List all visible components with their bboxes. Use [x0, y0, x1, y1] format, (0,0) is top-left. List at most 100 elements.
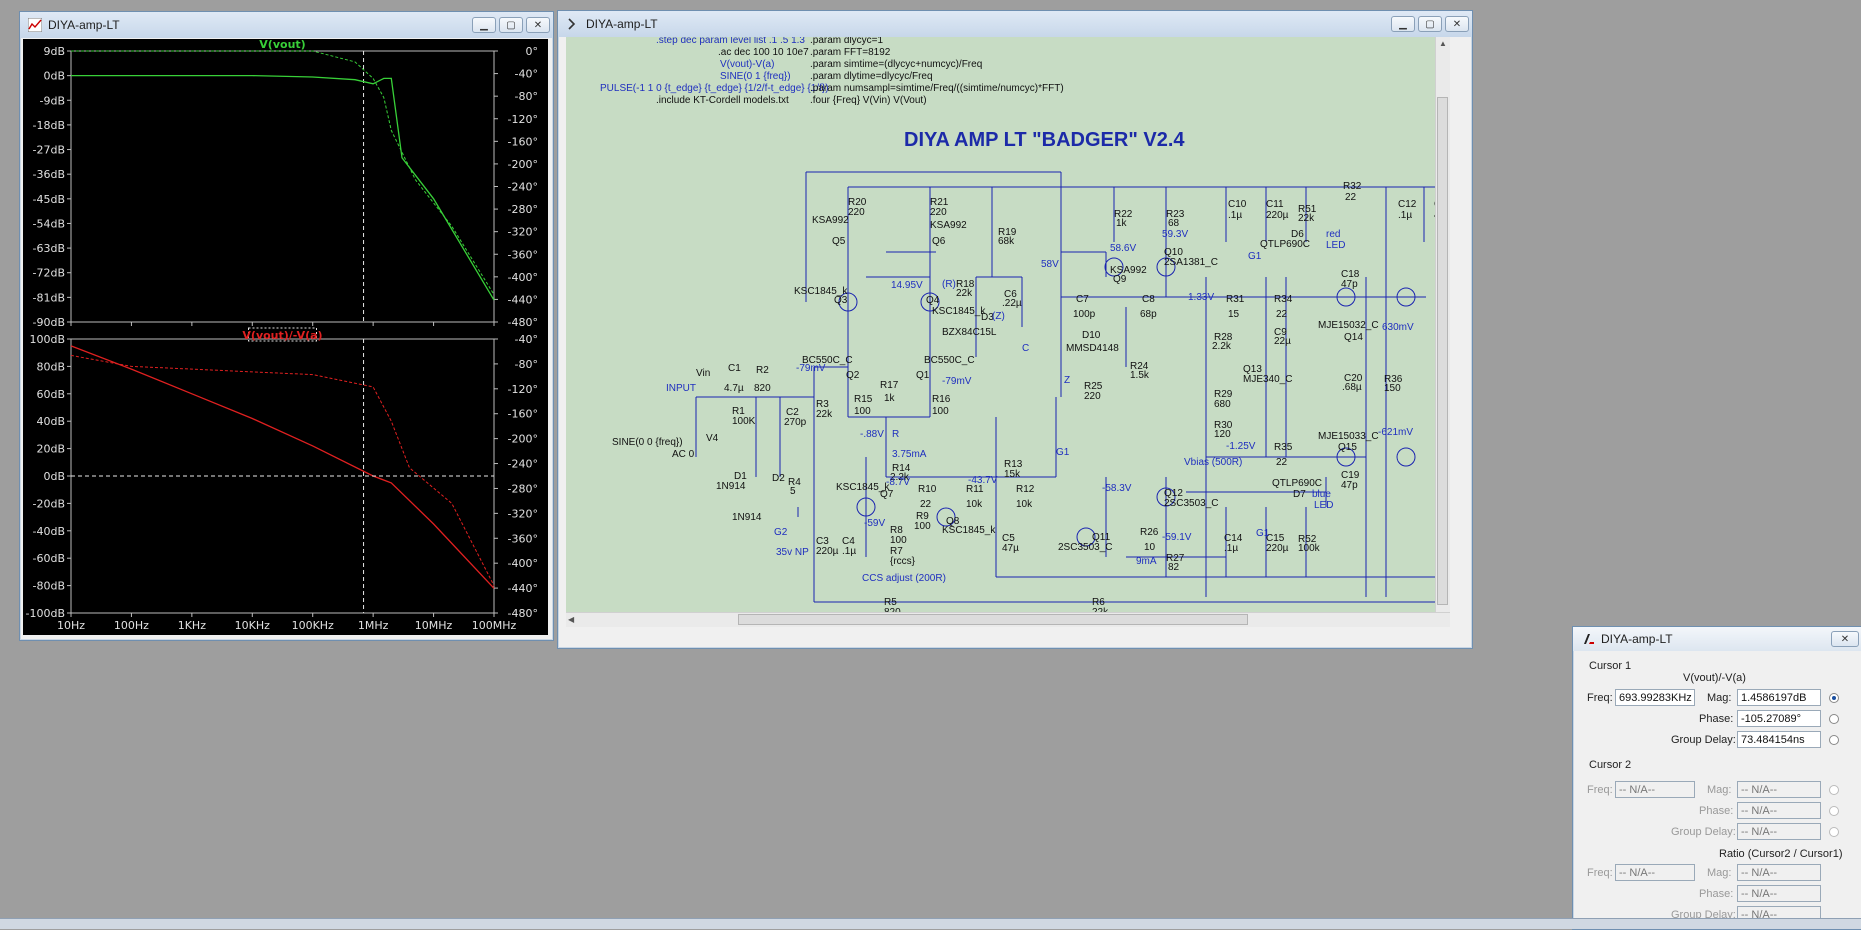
bode-plots-svg[interactable]: 9dB0dB-9dB-18dB-27dB-36dB-45dB-54dB-63dB… — [23, 39, 548, 635]
net-label[interactable]: -58.3V — [1102, 483, 1132, 494]
component-label[interactable]: R22 — [1114, 209, 1133, 220]
component-label[interactable]: Q3 — [834, 295, 848, 306]
component-label[interactable]: AC 0 — [672, 449, 695, 460]
vertical-scroll-thumb[interactable] — [1437, 97, 1448, 605]
component-label[interactable]: 2SC3503_C — [1164, 498, 1219, 509]
component-label[interactable]: C6 — [1004, 289, 1017, 300]
directive-sine[interactable]: SINE(0 1 {freq}) — [720, 71, 791, 82]
close-button[interactable]: ✕ — [526, 17, 550, 33]
component-label[interactable]: R13 — [1004, 459, 1023, 470]
component-label[interactable]: KSC1845_k — [932, 306, 986, 317]
component-label[interactable]: C1 — [728, 363, 741, 374]
component-label[interactable]: KSC1845_k — [942, 525, 996, 536]
component-label[interactable]: BZX84C15L — [942, 327, 997, 338]
component-label[interactable]: R3 — [816, 399, 829, 410]
component-label[interactable]: Q8 — [946, 516, 960, 527]
net-label[interactable]: -79mV — [796, 363, 826, 374]
component-label[interactable]: {rccs} — [890, 556, 916, 567]
component-label[interactable]: Vin — [696, 368, 711, 379]
component-label[interactable]: R36 — [1384, 374, 1403, 385]
net-label[interactable]: -79mV — [942, 376, 972, 387]
ratio-phase-field[interactable]: -- N/A-- — [1737, 885, 1821, 902]
ratio-mag-field[interactable]: -- N/A-- — [1737, 864, 1821, 881]
component-label[interactable]: MJE340_C — [1243, 374, 1293, 385]
component-label[interactable]: Q12 — [1164, 488, 1183, 499]
component-label[interactable]: 68k — [998, 236, 1015, 247]
waveform-titlebar[interactable]: DIYA-amp-LT ▁ ▢ ✕ — [20, 12, 553, 38]
component-label[interactable]: R7 — [890, 546, 903, 557]
component-label[interactable]: KSA992 — [812, 215, 849, 226]
net-label[interactable]: 59.3V — [1162, 229, 1189, 240]
component-label[interactable]: 10 — [1144, 542, 1156, 553]
scroll-left-arrow[interactable]: ◀ — [568, 615, 575, 624]
vertical-scrollbar[interactable]: ▲ — [1435, 37, 1450, 613]
horizontal-scroll-thumb[interactable] — [738, 614, 1248, 625]
component-label[interactable]: MMSD4148 — [1066, 343, 1119, 354]
component-label[interactable]: R9 — [916, 511, 929, 522]
component-label[interactable]: 1N914 — [716, 481, 746, 492]
maximize-button[interactable]: ▢ — [1418, 16, 1442, 32]
cursor2-freq-field[interactable]: -- N/A-- — [1615, 781, 1695, 798]
component-label[interactable]: 2.2k — [890, 472, 909, 483]
component-label[interactable]: 220 — [930, 207, 947, 218]
component-label[interactable]: 2.2k — [1212, 341, 1231, 352]
component-label[interactable]: .1µ — [1224, 543, 1239, 554]
component-label[interactable]: 150 — [1384, 383, 1401, 394]
param-simtime[interactable]: .param simtime=(dlycyc+numcyc)/Freq — [810, 59, 983, 70]
component-label[interactable]: R21 — [930, 197, 949, 208]
param-numsampl[interactable]: .param numsampl=simtime/Freq/((simtime/n… — [810, 83, 1064, 94]
cursor2-phase-field[interactable]: -- N/A-- — [1737, 802, 1821, 819]
param-fft[interactable]: .param FFT=8192 — [810, 47, 891, 58]
cursor1-mag-field[interactable]: 1.4586197dB — [1737, 689, 1821, 706]
component-label[interactable]: 1k — [884, 393, 895, 404]
component-label[interactable]: 47µ — [1002, 543, 1019, 554]
component-label[interactable]: R1 — [732, 406, 745, 417]
cursor1-groupdelay-field[interactable]: 73.484154ns — [1737, 731, 1821, 748]
net-label[interactable]: (R) — [942, 279, 956, 290]
component-label[interactable]: C20 — [1344, 373, 1363, 384]
directive-four[interactable]: .four {Freq} V(Vin) V(Vout) — [810, 95, 927, 106]
directive-ac[interactable]: .ac dec 100 10 10e7 — [718, 47, 809, 58]
ratio-freq-field[interactable]: -- N/A-- — [1615, 864, 1695, 881]
transistor-symbol[interactable] — [1076, 527, 1096, 547]
component-label[interactable]: 22 — [1345, 192, 1357, 203]
component-label[interactable]: R10 — [918, 484, 937, 495]
component-label[interactable]: 10k — [966, 499, 983, 510]
component-label[interactable]: 680 — [1214, 399, 1231, 410]
component-label[interactable]: 47p — [1341, 279, 1358, 290]
param-dlycyc[interactable]: .param dlycyc=1 — [810, 37, 884, 46]
component-label[interactable]: .1µ — [842, 546, 857, 557]
component-label[interactable]: R12 — [1016, 484, 1035, 495]
component-label[interactable]: 2SC3503_C — [1058, 542, 1113, 553]
net-label[interactable]: -.88V — [860, 429, 884, 440]
net-label[interactable]: Vbias (500R) — [1184, 457, 1243, 468]
net-label[interactable]: 58.6V — [1110, 243, 1137, 254]
cursor1-mag-radio[interactable] — [1829, 693, 1839, 703]
component-label[interactable]: 15k — [1004, 469, 1021, 480]
component-label[interactable]: 1k — [1116, 218, 1127, 229]
component-label[interactable]: C4 — [842, 536, 855, 547]
component-label[interactable]: 82 — [1168, 562, 1180, 573]
component-label[interactable]: R24 — [1130, 361, 1149, 372]
component-label[interactable]: R20 — [848, 197, 867, 208]
transistor-symbol[interactable] — [838, 292, 858, 312]
net-label[interactable]: -59V — [864, 518, 886, 529]
component-label[interactable]: C9 — [1274, 327, 1287, 338]
component-label[interactable]: 22 — [920, 499, 932, 510]
component-label[interactable]: Q5 — [832, 236, 846, 247]
component-label[interactable]: D7 — [1293, 489, 1306, 500]
directive-pulse[interactable]: PULSE(-1 1 0 {t_edge} {t_edge} {1/2/f-t_… — [600, 83, 829, 94]
component-label[interactable]: D3 — [981, 312, 994, 323]
component-label[interactable]: 22k — [1298, 213, 1315, 224]
component-label[interactable]: Q6 — [932, 236, 946, 247]
transistor-symbol[interactable] — [856, 497, 876, 517]
component-label[interactable]: 820 — [754, 383, 771, 394]
transistor-symbol[interactable] — [1104, 257, 1124, 277]
component-label[interactable]: 22k — [956, 288, 973, 299]
component-label[interactable]: 220 — [1084, 391, 1101, 402]
component-label[interactable]: 100 — [890, 535, 907, 546]
minimize-button[interactable]: ▁ — [472, 17, 496, 33]
net-label[interactable]: red — [1326, 229, 1341, 240]
cursor2-groupdelay-radio[interactable] — [1829, 827, 1839, 837]
taskbar[interactable] — [0, 918, 1861, 929]
